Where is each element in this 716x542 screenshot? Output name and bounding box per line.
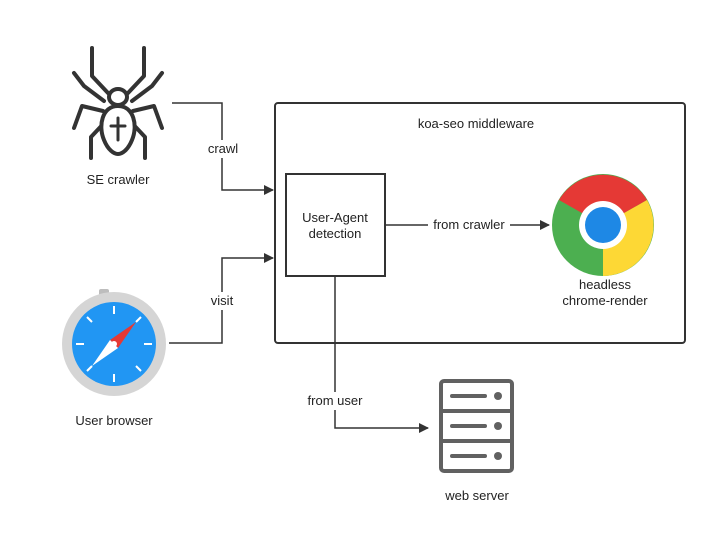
server-rack-icon <box>439 379 514 473</box>
user-browser-label: User browser <box>75 413 153 428</box>
edge-from-user-label: from user <box>308 393 364 408</box>
ua-detection-label-line2: detection <box>309 226 362 241</box>
spider-icon <box>72 46 164 160</box>
chrome-icon <box>552 174 654 276</box>
edge-crawl-label: crawl <box>208 141 238 156</box>
ua-detection-box <box>285 173 386 277</box>
safari-compass-icon <box>62 289 166 396</box>
ua-detection-label-line1: User-Agent <box>302 210 368 225</box>
middleware-box <box>274 102 686 344</box>
web-server-label: web server <box>444 488 509 503</box>
edge-visit-label: visit <box>211 293 234 308</box>
edge-from-user <box>334 276 429 433</box>
headless-label-line2: chrome-render <box>562 293 648 308</box>
headless-label-line1: headless <box>579 277 632 292</box>
middleware-label: koa-seo middleware <box>418 116 534 131</box>
se-crawler-label: SE crawler <box>87 172 151 187</box>
edge-from-crawler-label: from crawler <box>433 217 505 232</box>
